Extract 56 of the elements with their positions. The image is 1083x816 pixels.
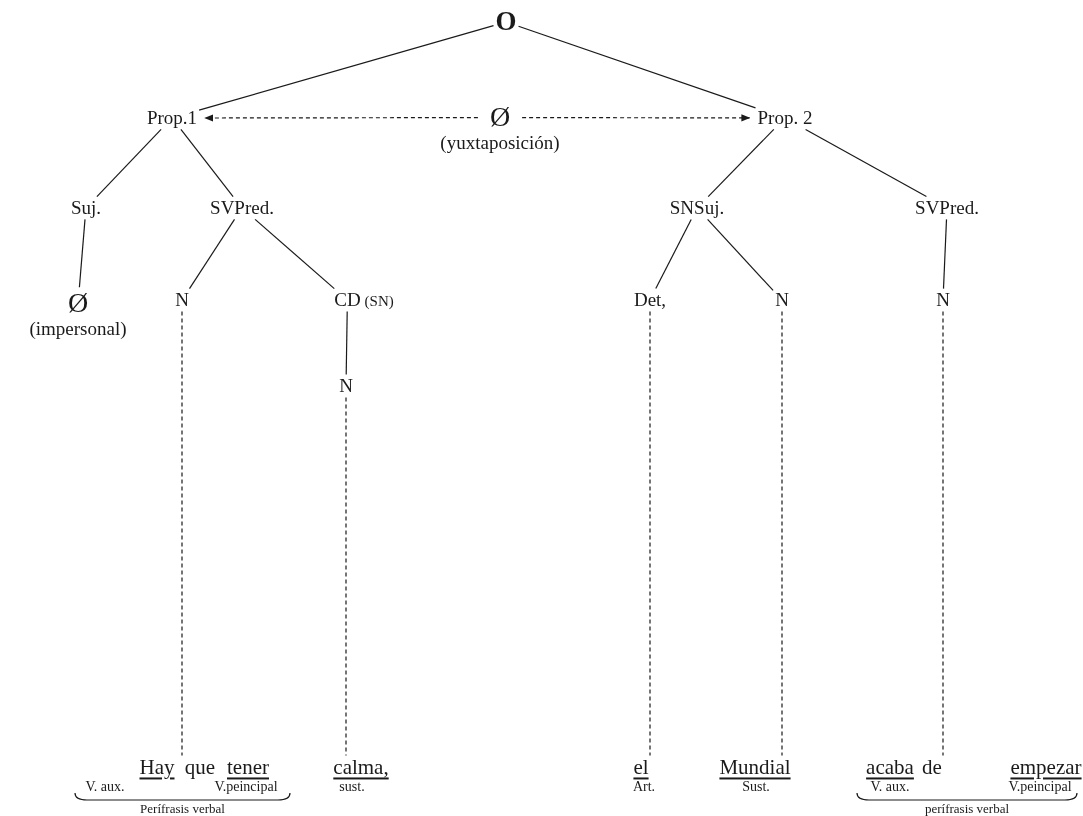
- sentence-word: empezar: [1010, 756, 1082, 780]
- word-class-label: V. aux.: [870, 779, 910, 795]
- tree-branch-line: [517, 25, 757, 109]
- tree-branch-line: [78, 218, 86, 288]
- note-text: (yuxtaposición): [440, 132, 560, 154]
- bracket-label: Perífrasis verbal: [140, 801, 225, 815]
- bracket-label: perífrasis verbal: [924, 801, 1010, 815]
- sentence-word: tener: [227, 756, 269, 780]
- arrow: [204, 114, 479, 122]
- category-label: N: [936, 289, 950, 311]
- sentence-word: calma,: [333, 756, 389, 780]
- tree-branch-line: [345, 310, 348, 376]
- tree-branch-line: [188, 218, 236, 290]
- category-label: SNSuj.: [669, 197, 725, 219]
- sentence-word: Mundial: [719, 756, 791, 780]
- word-class-label: Art.: [632, 779, 656, 795]
- dashed-line: [181, 310, 183, 757]
- sentence-word: acaba: [866, 756, 914, 780]
- empty-set-symbol: Ø: [67, 288, 89, 319]
- dashed-line: [345, 396, 347, 757]
- sentence-word: de: [922, 756, 942, 780]
- word-class-label: Sust.: [742, 779, 770, 795]
- arrow: [521, 114, 751, 122]
- note-text: (impersonal): [29, 318, 127, 340]
- tree-branch-line: [707, 218, 774, 291]
- category-label: SVPred.: [915, 197, 979, 219]
- tree-branch-line: [180, 128, 234, 198]
- sentence-word: que: [184, 756, 216, 780]
- category-label: (SN): [364, 292, 394, 310]
- tree-branch-line: [805, 128, 927, 198]
- category-label: N: [775, 289, 789, 311]
- tree-branch-line: [707, 128, 775, 198]
- sentence-word: Hay: [139, 756, 175, 780]
- word-class-label: V.peincipal: [1008, 779, 1072, 795]
- category-label: CD: [334, 289, 361, 311]
- tree-branch-line: [96, 128, 162, 198]
- sentence-word: el: [633, 756, 649, 780]
- category-label: Prop. 2: [757, 107, 813, 129]
- category-label: Prop.1: [146, 107, 198, 129]
- category-label: SVPred.: [210, 197, 274, 219]
- tree-branch-line: [942, 218, 948, 290]
- category-label: N: [175, 289, 189, 311]
- category-label: Det,: [633, 289, 667, 311]
- category-label: Suj.: [70, 197, 102, 219]
- dashed-line: [781, 310, 783, 757]
- dashed-line: [942, 310, 944, 757]
- root-label: O: [495, 7, 517, 37]
- word-class-label: V.peincipal: [214, 779, 278, 795]
- empty-set-symbol: Ø: [489, 102, 511, 133]
- tree-branch-line: [254, 218, 335, 290]
- category-label: N: [339, 375, 353, 397]
- tree-branch-line: [198, 25, 495, 111]
- tree-branch-line: [655, 218, 692, 290]
- word-class-label: V. aux.: [85, 779, 125, 795]
- word-class-label: sust.: [339, 779, 365, 795]
- dashed-line: [649, 310, 651, 757]
